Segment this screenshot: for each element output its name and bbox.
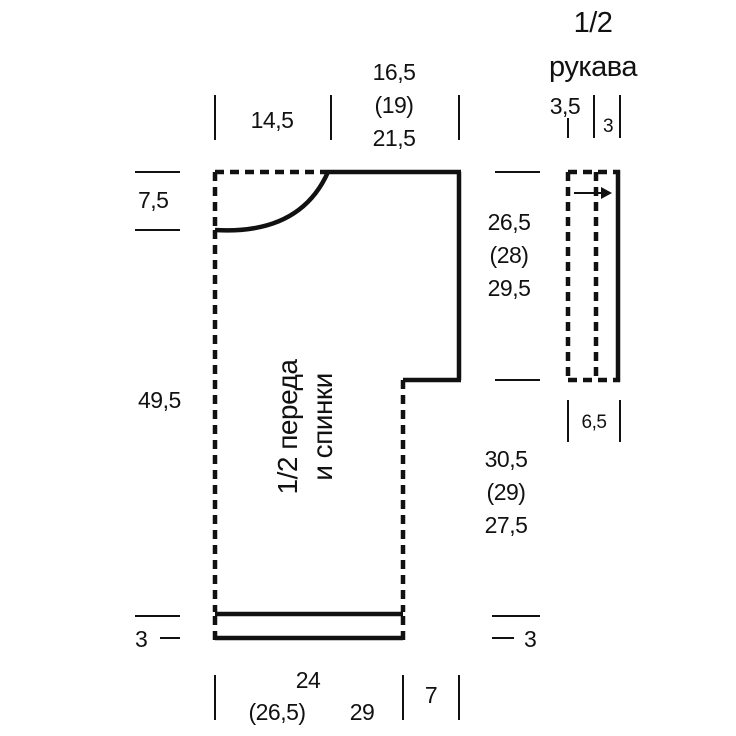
body-neckline-curve <box>214 171 331 233</box>
sleeve-bottom-width: 6,5 <box>582 412 607 433</box>
lower-right-3: 27,5 <box>485 512 528 538</box>
right-dimension: 26,5 (28) 29,5 30,5 (29) 27,5 3 <box>485 171 540 652</box>
sleeve-arrow-icon <box>601 187 612 199</box>
sleeve-title-2: рукава <box>549 51 638 83</box>
bottom-width-1: 24 <box>296 667 321 693</box>
sleeve-title-1: 1/2 <box>574 7 613 39</box>
bottom-width-3: 29 <box>350 699 375 725</box>
top-dimension: 14,5 16,5 (19) 21,5 <box>214 59 460 151</box>
side-height: 49,5 <box>138 387 181 413</box>
hem-left: 3 <box>135 626 147 652</box>
bottom-dimension: 24 (26,5) 29 7 <box>214 667 460 725</box>
bottom-width-2: (26,5) <box>248 699 305 725</box>
top-right-width-1: 16,5 <box>373 59 416 85</box>
body-piece: 1/2 переда и спинки <box>212 169 462 641</box>
bottom-right-width: 7 <box>425 682 437 708</box>
sleeve-piece: 1/2 рукава 3,5 3 6,5 <box>549 7 639 442</box>
top-left-width: 14,5 <box>251 107 294 133</box>
left-dimension: 7,5 49,5 3 <box>135 171 181 652</box>
neck-depth: 7,5 <box>138 187 168 213</box>
lower-right-1: 30,5 <box>485 446 528 472</box>
body-label-line2: и спинки <box>307 373 338 481</box>
body-label-line1: 1/2 переда <box>272 359 303 495</box>
hem-right: 3 <box>524 626 536 652</box>
armhole-1: 26,5 <box>488 209 531 235</box>
sleeve-top-left-width: 3,5 <box>550 93 580 119</box>
lower-right-2: (29) <box>487 479 526 505</box>
sleeve-top-right-width: 3 <box>603 116 613 137</box>
top-right-width-2: (19) <box>375 92 414 118</box>
top-right-width-3: 21,5 <box>373 125 416 151</box>
armhole-2: (28) <box>490 242 529 268</box>
armhole-3: 29,5 <box>488 275 531 301</box>
